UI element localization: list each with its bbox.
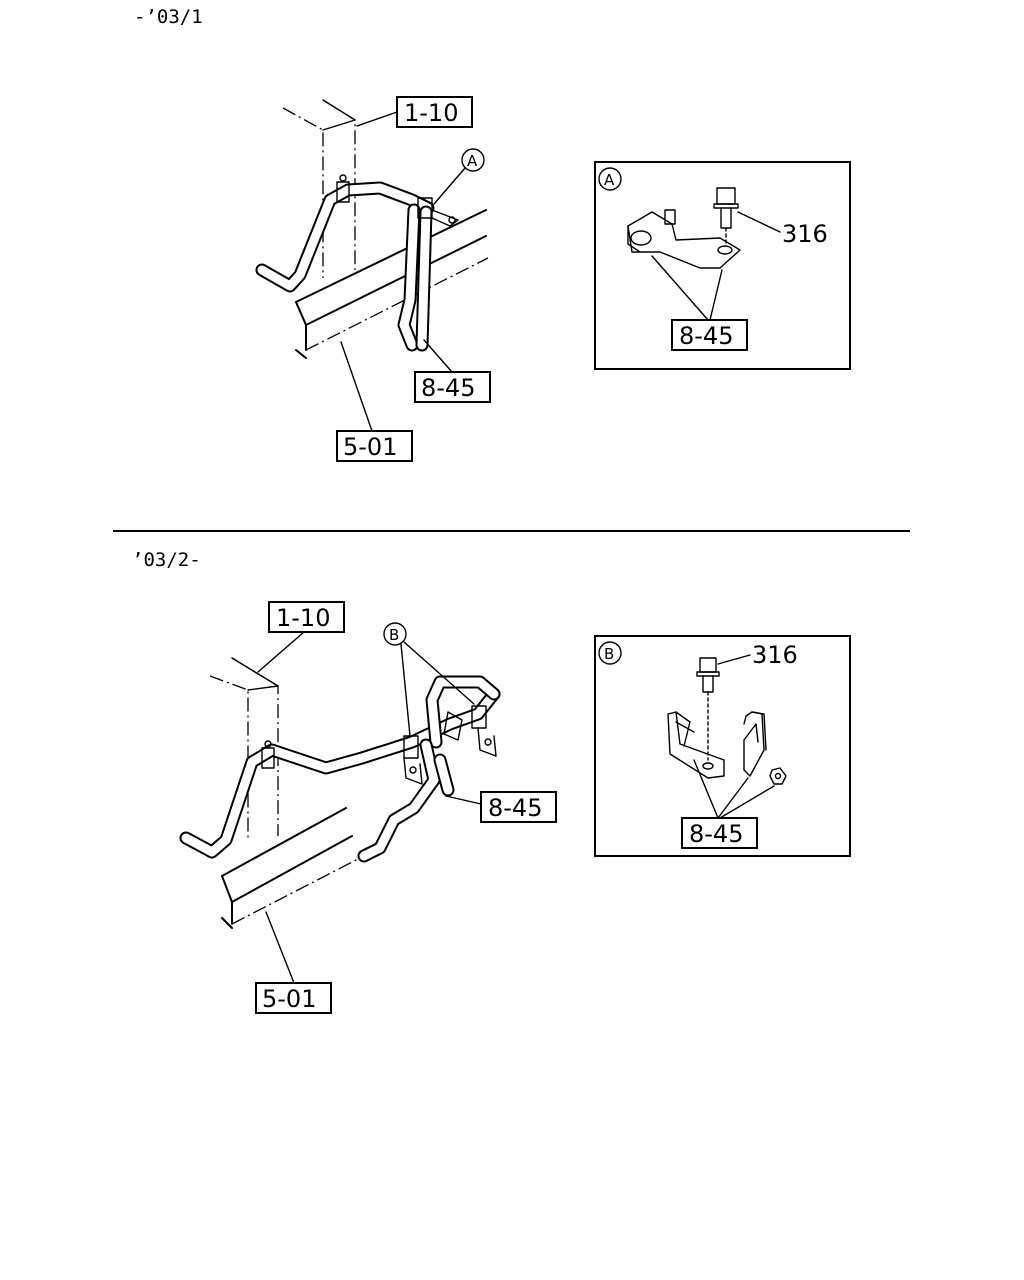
section-1-detail-a-marker: A [604,171,615,189]
section-1-callout-body: 1-10 [356,96,473,128]
section-1-callout-body-label: 1-10 [404,99,458,127]
section-1-assembly-drawing [255,99,489,359]
section-1-callout-frame-label: 5-01 [343,433,397,461]
section-1: -’03/1 [134,6,851,462]
section-1-detail-a-part-label: 8-45 [679,322,733,350]
section-2-callout-frame-label: 5-01 [262,985,316,1013]
section-2-marker-b: B [383,622,475,737]
section-2-detail-b-part-label: 8-45 [689,820,743,848]
section-2-callout-hose: 8-45 [445,791,557,823]
section-1-callout-hose: 8-45 [414,339,491,403]
section-2-marker-b-label: B [389,626,399,644]
section-2-detail-b-marker: B [604,645,614,663]
section-1-callout-frame: 5-01 [336,341,413,462]
section-2-callout-body-label: 1-10 [276,604,330,632]
section-2-callout-frame: 5-01 [255,911,332,1014]
section-1-callout-hose-label: 8-45 [421,374,475,402]
section-2-callout-hose-label: 8-45 [488,794,542,822]
section-1-marker-a: A [433,148,485,205]
section-2-detail-b-bolt-label: 316 [752,641,798,669]
section-1-marker-a-label: A [467,152,478,170]
section-2: ’03/2- [132,549,851,1014]
section-1-date-label: -’03/1 [134,6,203,28]
section-2-assembly-drawing [179,657,501,929]
section-1-detail-a-bolt-label: 316 [782,220,828,248]
section-1-detail-a: A 316 8-45 [594,161,851,370]
section-2-detail-b: B 316 8-45 [594,635,851,857]
section-2-date-label: ’03/2- [132,549,201,571]
section-2-callout-body: 1-10 [257,601,345,673]
